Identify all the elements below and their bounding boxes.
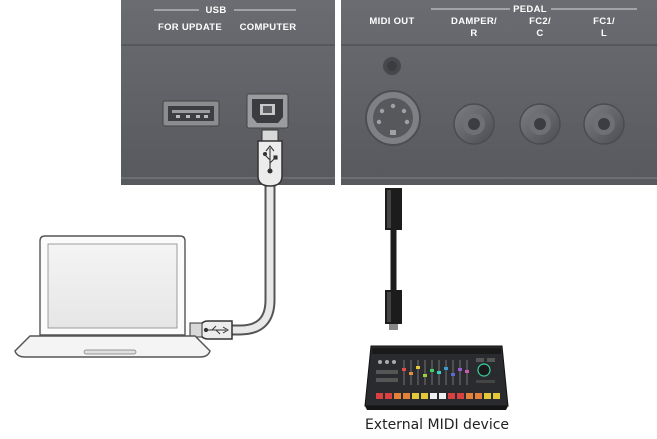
- pedal-fc1-label: FC1/: [593, 16, 615, 27]
- pedal-damper-sublabel: R: [470, 28, 477, 39]
- pedal-fc2-sublabel: C: [536, 28, 543, 39]
- pedal-jack-fc2[interactable]: [519, 103, 561, 145]
- usb-a-port[interactable]: [162, 100, 220, 127]
- pedal-jack-damper[interactable]: [453, 103, 495, 145]
- usb-panel: USB FOR UPDATE COMPUTER: [121, 0, 335, 185]
- pedal-group-label: PEDAL: [513, 4, 547, 15]
- usb-for-update-label: FOR UPDATE: [158, 22, 222, 33]
- pedal-fc1-sublabel: L: [601, 28, 607, 39]
- usb-computer-label: COMPUTER: [240, 22, 297, 33]
- midi-out-jack[interactable]: [365, 90, 421, 146]
- midi-cable: [385, 188, 402, 330]
- usb-cable: [189, 129, 283, 340]
- pedal-jack-fc1[interactable]: [583, 103, 625, 145]
- pedal-damper-label: DAMPER/: [451, 16, 497, 27]
- external-midi-device-icon: [364, 345, 509, 410]
- usb-symbol-icon: [262, 145, 278, 174]
- usb-b-plug: [257, 129, 283, 187]
- usb-a-plug: [189, 320, 233, 340]
- midi-pedal-panel: MIDI OUT PEDAL DAMPER/ R FC2/ C FC1/ L: [341, 0, 657, 185]
- usb-symbol-icon: [203, 325, 229, 335]
- external-midi-device-caption: External MIDI device: [365, 417, 509, 433]
- usb-b-port[interactable]: [246, 93, 289, 129]
- pedal-fc2-label: FC2/: [529, 16, 551, 27]
- usb-group-label: USB: [206, 5, 227, 16]
- midi-out-label: MIDI OUT: [369, 16, 414, 27]
- laptop-icon: [14, 235, 211, 358]
